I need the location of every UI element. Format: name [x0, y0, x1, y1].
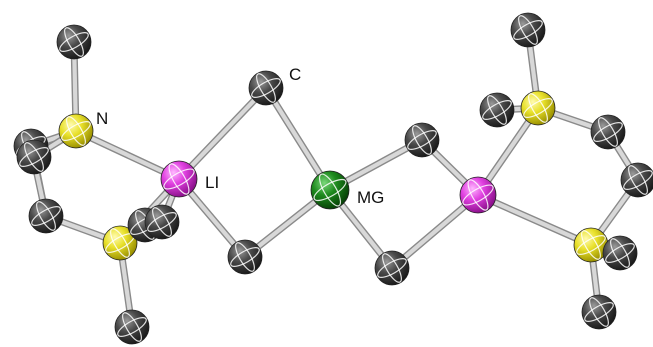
atom-axis-ring: [581, 230, 601, 260]
atom-sphere: [590, 114, 626, 150]
atom-carbon-c1: [56, 24, 92, 60]
atom-axis-ring: [19, 147, 49, 167]
label-carbon: C: [289, 65, 301, 84]
atom-carbon-c6: [114, 309, 150, 345]
atom-carbon-c15: [620, 162, 653, 198]
atom-sphere: [573, 227, 609, 263]
atom-axis-ring: [467, 179, 489, 211]
bond-c11-li2: [389, 192, 481, 271]
atom-sphere: [160, 160, 198, 198]
atom-axis-ring: [36, 201, 56, 231]
bond-li1-c8: [176, 85, 269, 182]
atom-nitrogen-n1: [58, 113, 94, 149]
atom-axis-ring: [518, 15, 538, 45]
atom-sphere: [227, 239, 263, 275]
atom-axis-ring: [117, 317, 147, 337]
atom-axis-ring: [598, 117, 618, 147]
atom-axis-ring: [610, 238, 630, 268]
label-magnesium: MG: [357, 188, 384, 207]
atom-sphere: [404, 122, 440, 158]
atom-axis-ring: [482, 100, 512, 120]
atom-carbon-c8: [248, 70, 284, 106]
atom-axis-ring: [605, 243, 635, 263]
atom-sphere: [479, 92, 515, 128]
atom-axis-ring: [589, 297, 609, 327]
bond-c8-mg1: [263, 85, 333, 193]
atom-sphere: [602, 235, 638, 271]
atom-labels: N C LI MG: [96, 65, 384, 207]
atom-axis-ring: [59, 32, 89, 52]
atom-axis-ring: [528, 93, 548, 123]
label-lithium: LI: [205, 173, 219, 192]
atom-sphere: [58, 113, 94, 149]
atom-carbon-c10: [404, 122, 440, 158]
atom-axis-ring: [523, 98, 553, 118]
atom-nitrogen-n2: [102, 225, 138, 261]
atom-carbon-c17: [581, 294, 617, 330]
atom-sphere: [459, 176, 497, 214]
atom-sphere: [510, 12, 546, 48]
atom-axis-ring: [66, 116, 86, 146]
atom-axis-ring: [628, 165, 648, 195]
atom-axis-ring: [412, 125, 432, 155]
atom-sphere: [114, 309, 150, 345]
atom-axis-ring: [147, 212, 177, 232]
atom-axis-ring: [313, 178, 347, 202]
atom-axis-ring: [163, 168, 195, 190]
atom-axis-ring: [251, 78, 281, 98]
atom-sphere: [310, 170, 350, 210]
atom-sphere: [144, 204, 180, 240]
atom-axis-ring: [576, 235, 606, 255]
atom-sphere: [581, 294, 617, 330]
atom-lithium-li1: [160, 160, 198, 198]
atom-sphere: [520, 90, 556, 126]
atom-axis-ring: [318, 173, 342, 207]
atom-magnesium-mg1: [310, 170, 350, 210]
atom-carbon-c14: [590, 114, 626, 150]
atom-sphere: [102, 225, 138, 261]
atom-sphere: [374, 250, 410, 286]
atom-axis-ring: [122, 312, 142, 342]
atom-sphere: [16, 139, 52, 175]
atom-carbon-c12: [510, 12, 546, 48]
atom-carbon-c7: [144, 204, 180, 240]
bond-n1-li1: [73, 128, 182, 182]
atom-nitrogen-n4: [573, 227, 609, 263]
atom-carbon-c3: [16, 139, 52, 175]
atom-axis-ring: [584, 302, 614, 322]
atom-axis-ring: [256, 73, 276, 103]
atom-carbon-c9: [227, 239, 263, 275]
atom-axis-ring: [110, 228, 130, 258]
label-nitrogen: N: [96, 109, 108, 128]
atom-axis-ring: [487, 95, 507, 125]
atom-carbon-c16: [602, 235, 638, 271]
atom-axis-ring: [513, 20, 543, 40]
atom-carbon-c4: [28, 198, 64, 234]
atom-carbon-c11: [374, 250, 410, 286]
atom-axis-ring: [168, 163, 190, 195]
atom-carbon-c13: [479, 92, 515, 128]
atom-axis-ring: [152, 207, 172, 237]
atom-axis-ring: [377, 258, 407, 278]
atom-sphere: [28, 198, 64, 234]
atom-sphere: [56, 24, 92, 60]
atom-sphere: [248, 70, 284, 106]
atom-nitrogen-n3: [520, 90, 556, 126]
atom-axis-ring: [24, 142, 44, 172]
atom-axis-ring: [230, 247, 260, 267]
atom-axis-ring: [31, 206, 61, 226]
atom-lithium-li2: [459, 176, 497, 214]
atoms-layer: [13, 12, 653, 345]
bond-li2-n4: [475, 192, 594, 248]
atom-axis-ring: [64, 27, 84, 57]
atom-axis-ring: [593, 122, 623, 142]
atom-axis-ring: [462, 184, 494, 206]
atom-axis-ring: [235, 242, 255, 272]
atom-axis-ring: [382, 253, 402, 283]
atom-axis-ring: [61, 121, 91, 141]
atom-axis-ring: [407, 130, 437, 150]
atom-axis-ring: [623, 170, 653, 190]
